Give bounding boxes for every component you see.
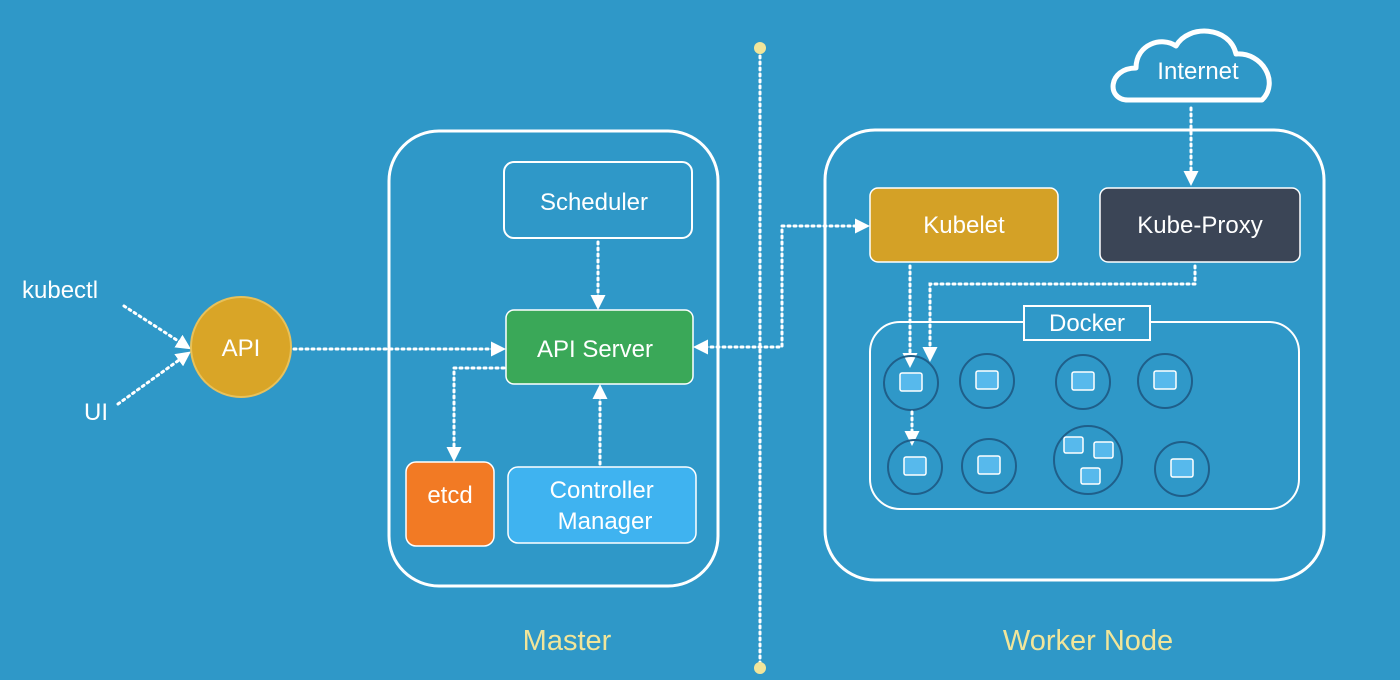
pod-circle (1053, 425, 1123, 495)
api-server-label: API Server (537, 336, 653, 363)
docker-label-box (1023, 305, 1151, 341)
pod (1055, 354, 1111, 410)
controller-manager-line2: Manager (558, 508, 653, 535)
container-icon (1071, 371, 1095, 391)
etcd-label: etcd (427, 482, 472, 509)
container-icon (1170, 458, 1194, 478)
master-node-frame (387, 129, 720, 588)
pod-circle (1154, 441, 1210, 497)
container-icon (1080, 467, 1101, 485)
pod-circle (883, 355, 939, 411)
apiserver-to-etcd-arrow (446, 366, 506, 462)
kubectl-to-api-arrow (122, 304, 192, 350)
internet-label: Internet (1157, 58, 1239, 85)
ui-label: UI (84, 399, 108, 426)
master-section-label: Master (523, 625, 612, 657)
pod-circle (1055, 354, 1111, 410)
api-circle (190, 296, 292, 398)
pod (1137, 353, 1193, 409)
pod (959, 353, 1015, 409)
container-icon (1093, 441, 1114, 459)
ui-to-api-arrow (116, 351, 191, 406)
internet-cloud (1110, 28, 1272, 103)
container-icon (1153, 370, 1177, 390)
pod (883, 355, 939, 411)
divider-top-end (754, 42, 766, 54)
controller-manager-label: Controller Manager (550, 477, 661, 535)
pod-circle (961, 438, 1017, 494)
kubelet-label: Kubelet (923, 212, 1005, 239)
pod (1154, 441, 1210, 497)
scheduler-box (503, 161, 693, 239)
api-label: API (222, 335, 261, 362)
pod-circle (887, 439, 943, 495)
kubectl-label: kubectl (22, 277, 98, 304)
kube-proxy-label: Kube-Proxy (1137, 212, 1262, 239)
scheduler-label: Scheduler (540, 189, 648, 216)
container-icon (899, 372, 923, 392)
controller-manager-line1: Controller (550, 477, 654, 504)
controller-manager-box (507, 466, 697, 544)
worker-node-section-label: Worker Node (1003, 625, 1173, 657)
pod (961, 438, 1017, 494)
pod (887, 439, 943, 495)
kube-proxy-box (1099, 187, 1301, 263)
container-icon (1063, 436, 1084, 454)
divider-bottom-end (754, 662, 766, 674)
container-icon (977, 455, 1001, 475)
apiserver-kubelet-link (693, 218, 870, 355)
pod-circle (959, 353, 1015, 409)
container-icon (975, 370, 999, 390)
kubelet-box (869, 187, 1059, 263)
docker-label: Docker (1049, 310, 1125, 337)
container-icon (903, 456, 927, 476)
etcd-box (405, 461, 495, 547)
kubeproxy-to-pod-arrow (922, 264, 1197, 362)
pod (1053, 425, 1123, 495)
pod-circle (1137, 353, 1193, 409)
worker-node-frame (823, 128, 1326, 582)
